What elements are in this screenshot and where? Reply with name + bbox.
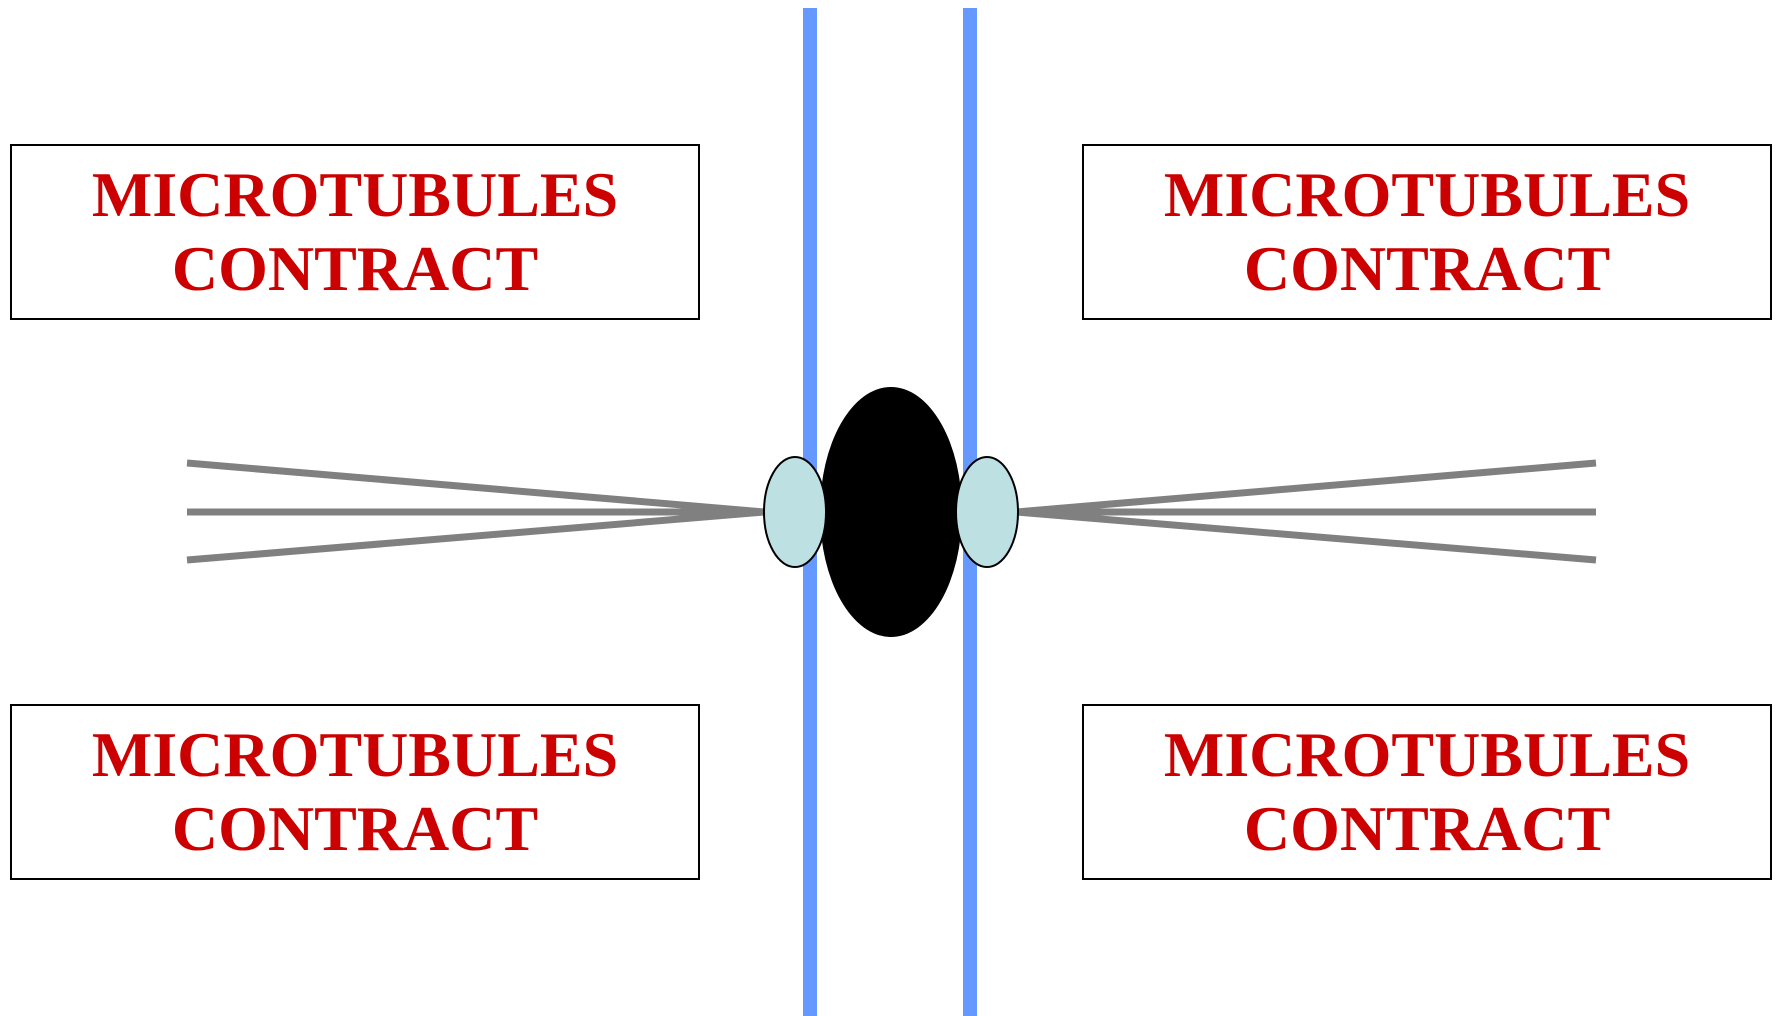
label-line-1: MICROTUBULES <box>91 719 619 790</box>
label-line-2: CONTRACT <box>1243 233 1611 304</box>
right-microtubule-lower <box>1015 508 1597 564</box>
label-line-2: CONTRACT <box>1243 793 1611 864</box>
label-line-1: MICROTUBULES <box>1163 719 1691 790</box>
left-microtubule-upper <box>186 459 766 516</box>
label-box-top-left: MICROTUBULES CONTRACT <box>10 144 700 320</box>
chromosome <box>820 387 962 637</box>
left-spindle-fibers <box>186 459 766 564</box>
right-microtubule-upper <box>1015 459 1597 516</box>
label-line-1: MICROTUBULES <box>91 159 619 230</box>
label-line-1: MICROTUBULES <box>1163 159 1691 230</box>
right-spindle-fibers <box>1015 459 1597 564</box>
label-line-2: CONTRACT <box>171 233 539 304</box>
label-box-bottom-right: MICROTUBULES CONTRACT <box>1082 704 1772 880</box>
label-line-2: CONTRACT <box>171 793 539 864</box>
label-box-bottom-left: MICROTUBULES CONTRACT <box>10 704 700 880</box>
left-kinetochore <box>763 456 827 568</box>
left-microtubule-lower <box>186 508 766 564</box>
label-box-top-right: MICROTUBULES CONTRACT <box>1082 144 1772 320</box>
right-kinetochore <box>955 456 1019 568</box>
